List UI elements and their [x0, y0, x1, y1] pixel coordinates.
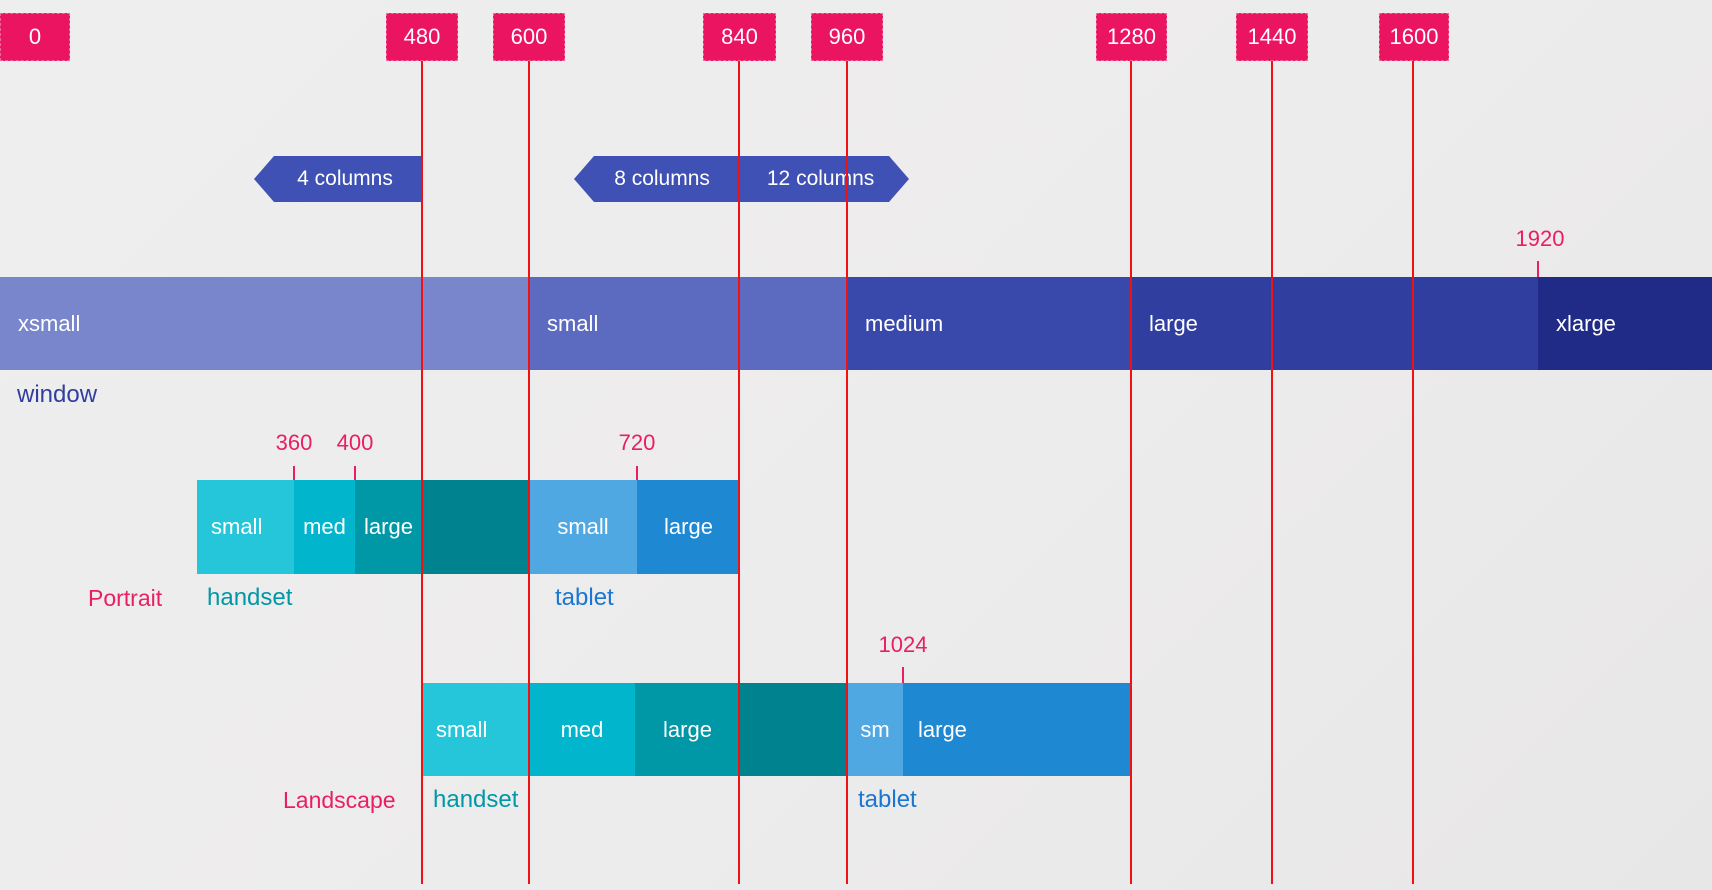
window-size-bar: xsmall small medium large xlarge — [0, 277, 1712, 370]
portrait-tablet-bar: small large — [529, 480, 740, 574]
landscape-section-label: Landscape — [283, 787, 396, 813]
portrait-handset-large: large — [355, 480, 422, 574]
window-segment-xlarge: xlarge — [1538, 277, 1712, 370]
four-columns-label: 4 columns — [297, 167, 393, 190]
breakpoint-line-1600 — [1412, 61, 1414, 884]
tick-mark-360 — [293, 466, 295, 480]
four-columns-badge: 4 columns — [254, 156, 422, 202]
portrait-handset-caption: handset — [207, 584, 293, 611]
landscape-tablet-large: large — [903, 683, 1131, 776]
breakpoint-line-840 — [738, 61, 740, 884]
breakpoint-line-480 — [421, 61, 423, 884]
window-segment-medium: medium — [847, 277, 1131, 370]
landscape-handset-caption: handset — [433, 786, 519, 813]
portrait-tablet-small: small — [529, 480, 637, 574]
tick-mark-1024 — [902, 667, 904, 683]
landscape-handset-med: med — [529, 683, 635, 776]
breakpoint-badge-1600: 1600 — [1379, 13, 1449, 61]
breakpoint-badge-960: 960 — [811, 13, 883, 61]
portrait-handset-extra — [422, 480, 529, 574]
twelve-columns-label: 12 columns — [766, 167, 875, 190]
breakpoint-line-600 — [528, 61, 530, 884]
landscape-handset-extra — [740, 683, 847, 776]
portrait-section-label: Portrait — [88, 585, 163, 611]
breakpoint-badge-480: 480 — [386, 13, 458, 61]
tick-mark-720 — [636, 466, 638, 480]
eight-twelve-columns-badge: 8 columns 12 columns — [574, 156, 909, 202]
portrait-handset-small: small — [197, 480, 294, 574]
portrait-handset-bar: small med large — [197, 480, 529, 574]
tick-label-400: 400 — [336, 430, 374, 455]
tick-label-720: 720 — [618, 430, 656, 455]
portrait-tablet-large: large — [637, 480, 740, 574]
tick-label-1920: 1920 — [1515, 226, 1565, 251]
breakpoint-badge-0: 0 — [0, 13, 70, 61]
landscape-tablet-bar: sm large — [847, 683, 1131, 776]
eight-columns-label: 8 columns — [614, 167, 710, 190]
portrait-tablet-caption: tablet — [555, 584, 614, 611]
tick-label-360: 360 — [275, 430, 313, 455]
breakpoint-badge-1280: 1280 — [1096, 13, 1167, 61]
tick-mark-400 — [354, 466, 356, 480]
tick-label-1024: 1024 — [878, 632, 928, 657]
breakpoint-line-1280 — [1130, 61, 1132, 884]
window-segment-large: large — [1131, 277, 1538, 370]
tick-mark-1920 — [1537, 261, 1539, 277]
window-segment-small: small — [529, 277, 847, 370]
window-caption: window — [17, 381, 98, 408]
landscape-handset-small: small — [422, 683, 529, 776]
breakpoint-badge-1440: 1440 — [1236, 13, 1308, 61]
breakpoint-badge-600: 600 — [493, 13, 565, 61]
landscape-handset-bar: small med large — [422, 683, 847, 776]
portrait-handset-med: med — [294, 480, 355, 574]
landscape-tablet-sm: sm — [847, 683, 903, 776]
breakpoint-line-1440 — [1271, 61, 1273, 884]
landscape-handset-large: large — [635, 683, 740, 776]
breakpoint-badge-840: 840 — [703, 13, 776, 61]
landscape-tablet-caption: tablet — [858, 786, 917, 813]
window-segment-xsmall: xsmall — [0, 277, 529, 370]
breakpoint-line-960 — [846, 61, 848, 884]
